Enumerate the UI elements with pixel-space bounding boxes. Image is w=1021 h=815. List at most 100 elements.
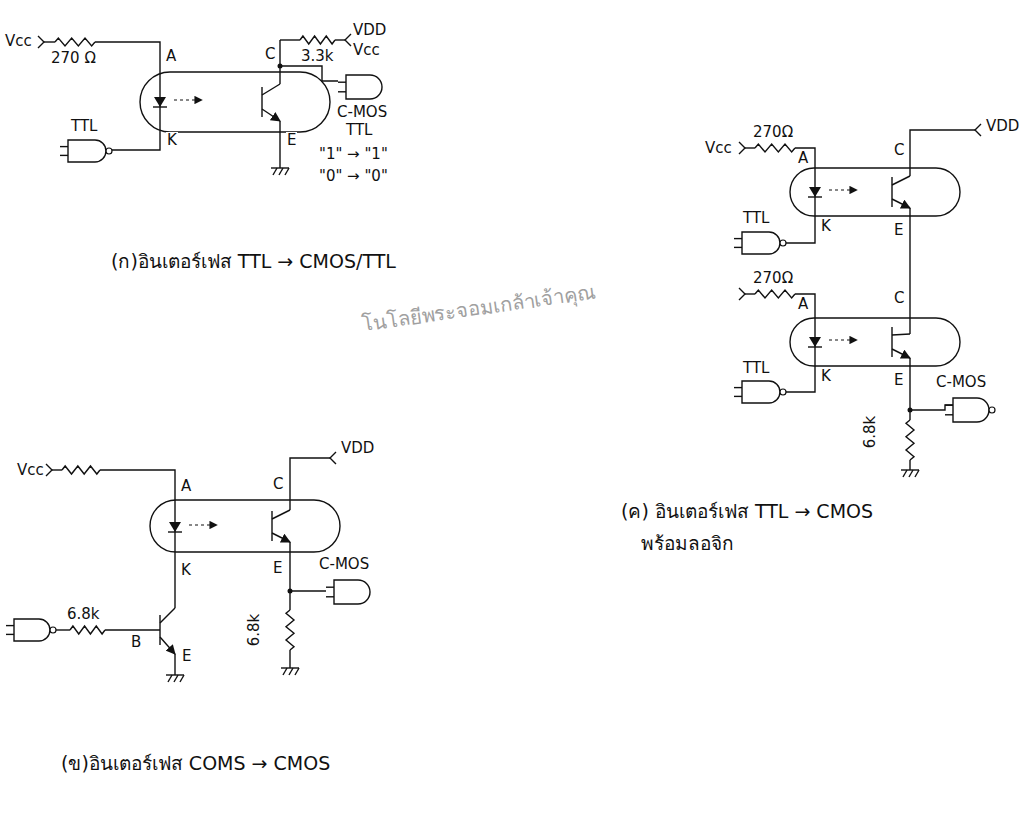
gate-input (945, 405, 953, 406)
pin-label: E (893, 372, 904, 388)
transistor-base (891, 177, 892, 207)
gate-input (338, 81, 346, 82)
ground-symbol (273, 168, 277, 175)
inverter-bubble (780, 240, 786, 246)
pin-label: A (797, 150, 809, 166)
terminal-symbol (739, 142, 745, 154)
wire (289, 542, 290, 610)
wire (910, 405, 953, 410)
light-arrow (189, 524, 217, 525)
wire (56, 629, 70, 630)
pin-label: VDD (340, 440, 375, 456)
led-symbol (809, 337, 821, 347)
ground-symbol (295, 668, 299, 675)
wire (795, 148, 815, 176)
transistor-collector (892, 176, 910, 185)
ground-symbol (271, 167, 289, 168)
resistor-symbol (755, 144, 795, 152)
logic-gate (14, 619, 50, 641)
ground-symbol (279, 168, 283, 175)
pin-label: K (166, 132, 178, 148)
transistor-emitter (892, 199, 910, 208)
pin-label: 3.3k (300, 48, 335, 64)
ground-symbol (901, 469, 919, 470)
wire (112, 122, 160, 150)
gate-input (6, 625, 14, 626)
wire (909, 460, 910, 470)
pin-label: 6.8k (66, 606, 101, 622)
pin-label: 270Ω (752, 270, 794, 286)
pin-label: C (264, 46, 276, 62)
logic-gate (742, 381, 780, 403)
pin-label: VDD (352, 22, 387, 38)
pin-label: VDD (985, 118, 1020, 134)
pin-label: Vcc (4, 33, 33, 49)
pin-label: K (820, 218, 832, 234)
light-arrow (174, 99, 202, 100)
led-symbol (154, 97, 166, 107)
gate-input (60, 155, 68, 156)
led-symbol (153, 106, 167, 107)
pin-label: TTL (742, 360, 770, 376)
pin-label: 6.8k (246, 613, 262, 648)
transistor-collector (272, 510, 290, 519)
gate-input (734, 387, 742, 388)
figure-caption: (ก)อินเตอร์เฟส TTL → CMOS/TTL (110, 250, 397, 272)
led-symbol (808, 346, 822, 347)
ground-symbol (174, 675, 178, 682)
wire (745, 293, 755, 294)
pin-label: K (820, 368, 832, 384)
pin-label: 6.8k (862, 415, 878, 450)
gate-input (945, 414, 953, 415)
optocoupler-package (150, 500, 340, 552)
inverter-bubble (780, 389, 786, 395)
pin-label: Vcc (704, 140, 733, 156)
wire (279, 40, 280, 84)
ground-symbol (285, 168, 289, 175)
wire (290, 458, 330, 510)
terminal-symbol (330, 452, 336, 464)
ground-symbol (909, 470, 913, 477)
wire (279, 121, 280, 168)
pin-label: Vcc (16, 462, 45, 478)
terminal-symbol (975, 124, 981, 136)
ground-symbol (281, 667, 299, 668)
pin-label: C (893, 290, 905, 306)
wire (52, 469, 62, 470)
pin-label: C-MOS (935, 374, 987, 390)
logic-gate (346, 75, 382, 99)
led-symbol (168, 531, 182, 532)
ground-symbol (166, 674, 184, 675)
ground-symbol (168, 675, 172, 682)
wire (280, 39, 300, 40)
circuit (6, 34, 995, 682)
wire (289, 650, 290, 668)
gate-input (326, 596, 334, 597)
figure-caption: พร้อมลอจิก (640, 532, 735, 554)
pin-label: TTL (742, 210, 770, 226)
pin-label: E (893, 222, 904, 238)
optocoupler-package (140, 72, 330, 132)
ground-symbol (915, 470, 919, 477)
pin-label: 270Ω (752, 124, 794, 140)
pin-label: K (180, 562, 192, 578)
pin-label: A (165, 48, 177, 64)
pin-label: E (181, 648, 192, 664)
led-symbol (169, 522, 181, 532)
gate-input (326, 587, 334, 588)
gate-input (734, 396, 742, 397)
ground-symbol (283, 668, 287, 675)
light-arrow (829, 189, 857, 190)
transistor-base (271, 511, 272, 541)
wire (44, 41, 55, 42)
wire (786, 358, 815, 392)
pin-label: TTL (70, 118, 98, 134)
pin-label: TTL (345, 122, 373, 138)
gate-input (338, 91, 346, 92)
resistor-symbol (906, 420, 914, 460)
logic-gate (68, 140, 106, 162)
logic-gate (742, 232, 780, 254)
pin-label: C-MOS (336, 104, 388, 120)
